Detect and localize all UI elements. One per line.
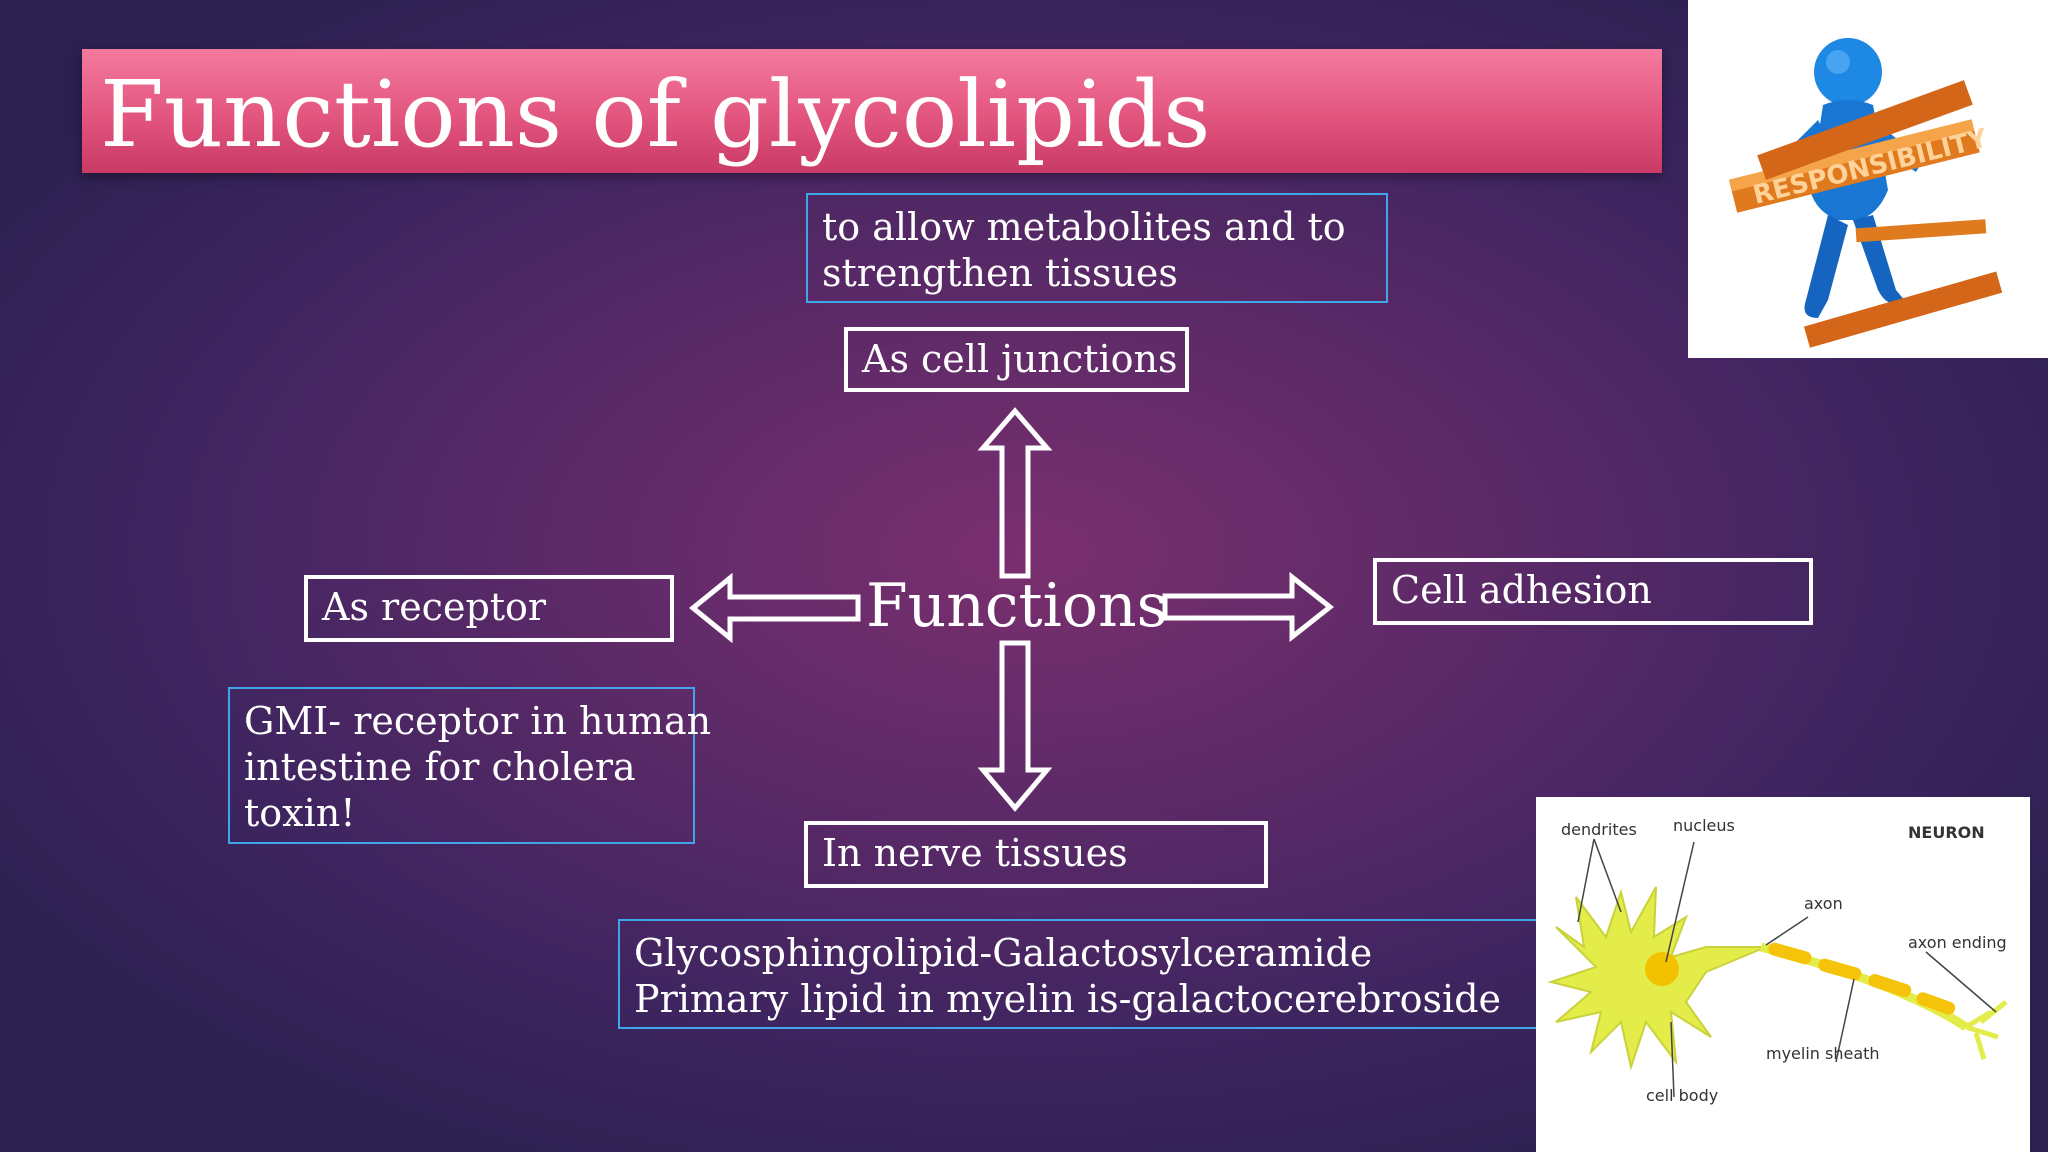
neuron-label-nucleus: nucleus <box>1673 816 1735 835</box>
left-note: GMI- receptor in human intestine for cho… <box>228 687 712 844</box>
nerve-tissues-box: In nerve tissues <box>804 821 1268 888</box>
top-note: to allow metabolites and to strengthen t… <box>806 193 1388 303</box>
neuron-label-dendrites: dendrites <box>1561 820 1637 839</box>
top-note-line: strengthen tissues <box>822 251 1178 295</box>
left-note-line: toxin! <box>244 791 356 835</box>
title-banner <box>82 49 1662 173</box>
cell-junctions-box: As cell junctions <box>844 327 1189 392</box>
center-label: Functions <box>866 571 1168 641</box>
slide-title: Functions of glycolipids <box>100 61 1211 168</box>
cell-adhesion-box: Cell adhesion <box>1373 558 1813 625</box>
arrow-left <box>689 572 861 644</box>
left-note-line: intestine for cholera <box>244 745 636 789</box>
arrow-right <box>1162 571 1335 643</box>
neuron-title: NEURON <box>1908 823 1985 842</box>
responsibility-figure-image: RESPONSIBILITY <box>1688 0 2048 358</box>
neuron-label-axon: axon <box>1804 894 1843 913</box>
bottom-note: Glycosphingolipid-Galactosylceramide Pri… <box>618 919 1540 1029</box>
arrow-up <box>977 407 1053 579</box>
receptor-box: As receptor <box>304 575 674 642</box>
left-note-line: GMI- receptor in human <box>244 699 712 743</box>
top-note-line: to allow metabolites and to <box>822 205 1346 249</box>
bottom-note-line: Primary lipid in myelin is-galactocerebr… <box>634 977 1502 1021</box>
neuron-diagram-image: dendrites nucleus NEURON axon axon endin… <box>1536 797 2030 1152</box>
bottom-note-line: Glycosphingolipid-Galactosylceramide <box>634 931 1373 975</box>
neuron-label-myelin-sheath: myelin sheath <box>1766 1044 1880 1063</box>
arrow-down <box>977 640 1053 812</box>
neuron-label-axon-ending: axon ending <box>1908 933 2007 952</box>
neuron-label-cell-body: cell body <box>1646 1086 1718 1105</box>
